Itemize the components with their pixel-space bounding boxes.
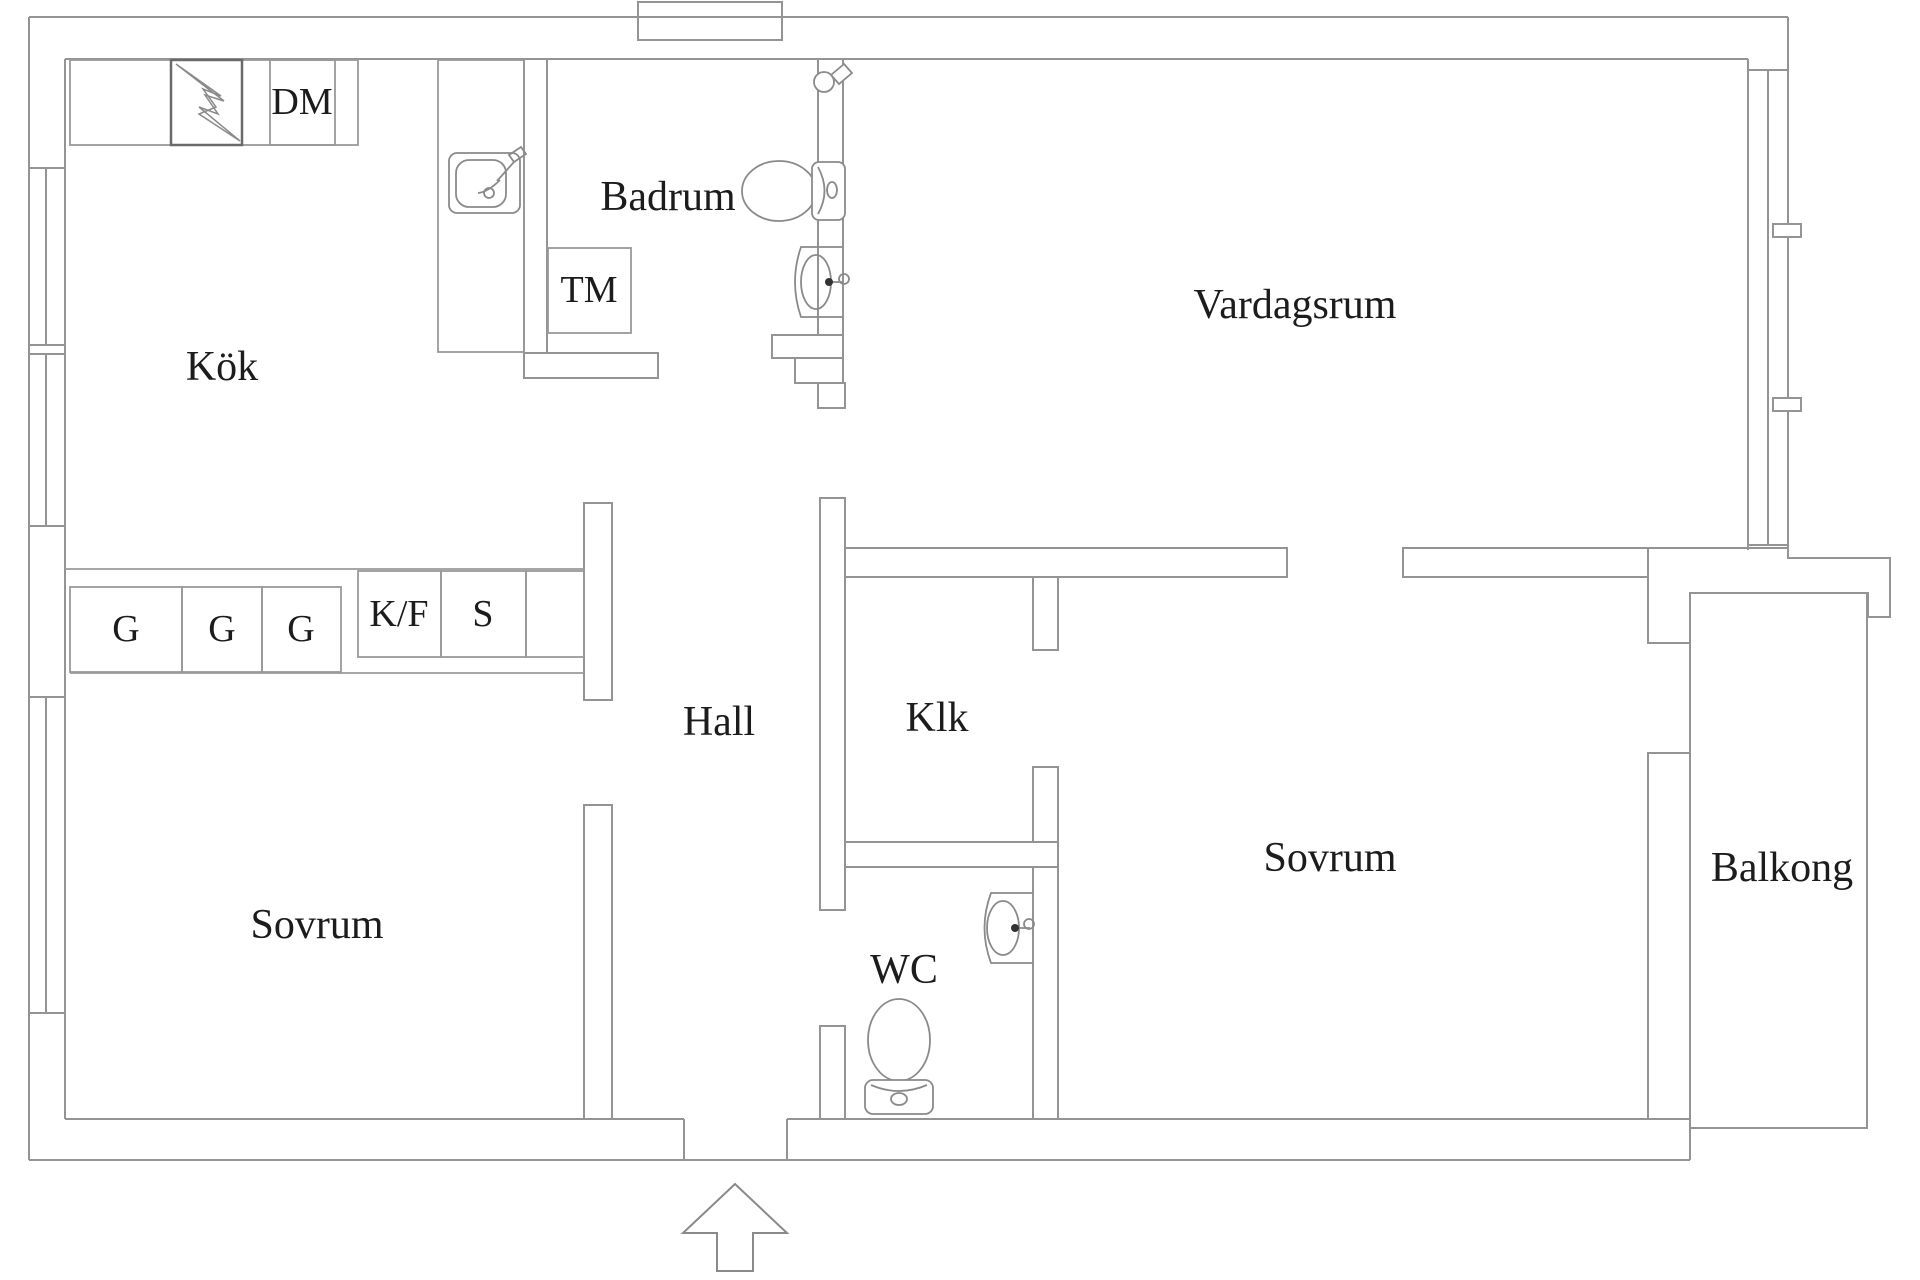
room-label-bedroom-right: Sovrum	[1263, 835, 1396, 881]
kitchen-sink-icon	[448, 145, 528, 214]
bathroom-sink-icon	[794, 246, 850, 318]
fixture-label-wardrobe-2: G	[208, 608, 235, 650]
interior-walls	[523, 58, 1691, 1120]
stove-icon	[169, 58, 244, 147]
entrance-arrow-icon	[680, 1182, 790, 1272]
wc-sink-icon	[983, 892, 1035, 964]
cabinet-row	[65, 568, 585, 674]
room-label-bathroom: Badrum	[600, 174, 736, 220]
wc-toilet-icon	[864, 998, 934, 1115]
room-label-living-room: Vardagsrum	[1194, 282, 1397, 328]
room-label-balcony: Balkong	[1711, 845, 1853, 891]
chimney-shaft	[637, 1, 783, 41]
toilet-icon	[741, 160, 846, 222]
fixture-label-washing-machine: TM	[561, 269, 618, 311]
window-handle-icon	[1772, 223, 1802, 238]
room-label-kitchen: Kök	[186, 344, 258, 390]
window-left-bedroom	[29, 696, 65, 1014]
room-label-wc: WC	[870, 947, 938, 993]
dishwasher-box	[269, 59, 336, 146]
fixture-label-wardrobe-1: G	[112, 608, 139, 650]
windows	[29, 69, 1802, 1014]
fixture-label-fridge-freezer: K/F	[369, 593, 428, 635]
room-label-closet: Klk	[906, 695, 969, 741]
room-label-hall: Hall	[683, 699, 755, 745]
exterior-walls	[28, 1, 1789, 1161]
cabinet-box-small	[525, 570, 585, 658]
shower-icon	[813, 62, 854, 93]
window-right-livingroom	[1748, 69, 1788, 546]
washing-machine-box	[547, 247, 632, 334]
wardrobe-box	[261, 586, 342, 673]
window-handle-icon	[1772, 397, 1802, 412]
fixture-label-dishwasher: DM	[271, 81, 332, 123]
fixture-label-cabinet: S	[472, 593, 493, 635]
window-left-kitchen	[29, 167, 65, 527]
fixture-label-wardrobe-3: G	[287, 608, 314, 650]
room-label-bedroom-left: Sovrum	[250, 902, 383, 948]
